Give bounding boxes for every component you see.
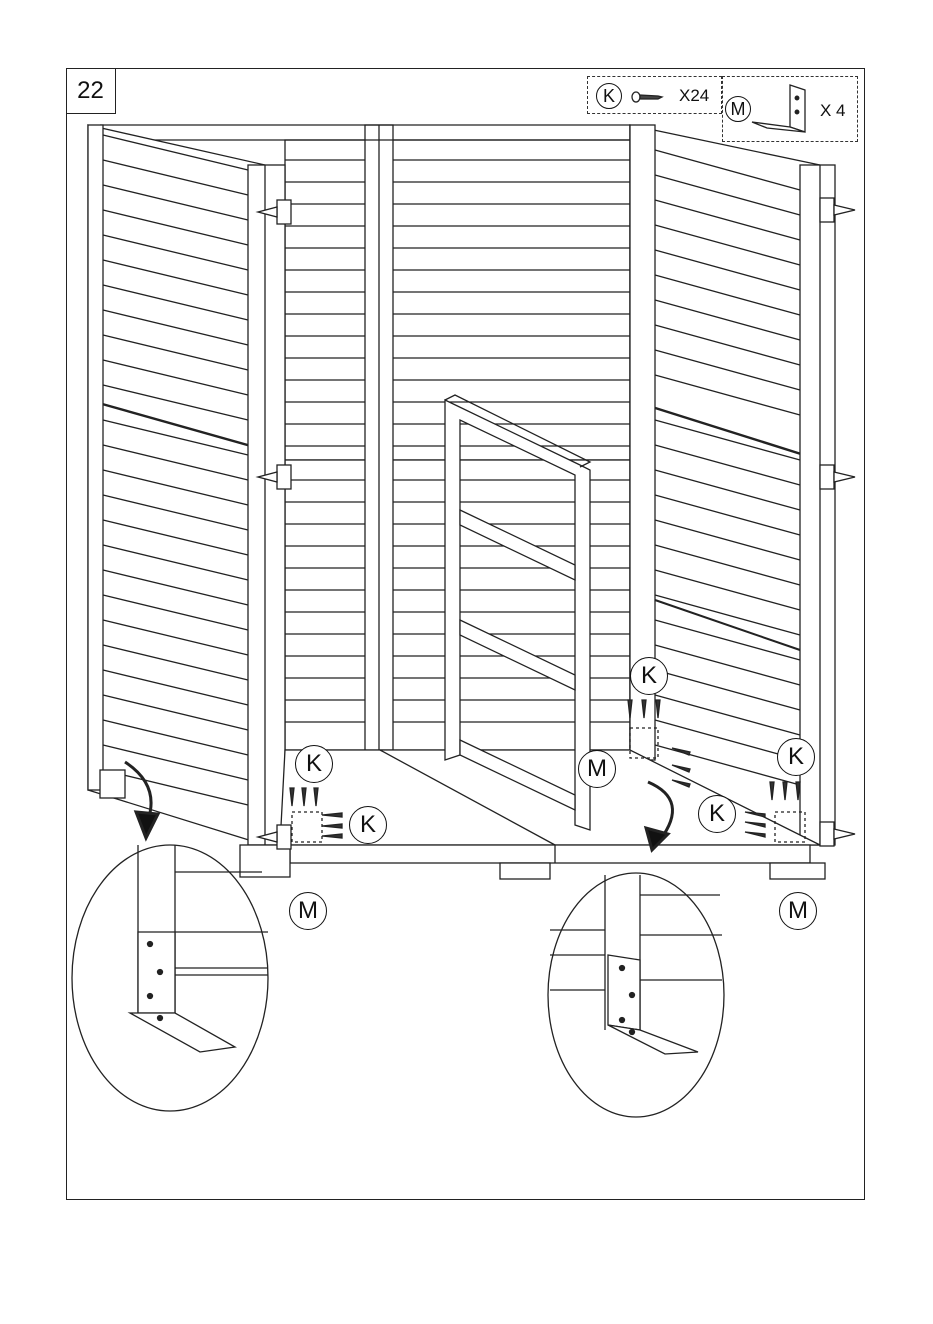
- detail-view-right: [548, 873, 724, 1117]
- callout-k: K: [295, 745, 333, 783]
- callout-k: K: [630, 657, 668, 695]
- corner-bracket-icon: [752, 85, 805, 132]
- part-k-callout: K: [596, 83, 622, 109]
- screw-icon: [632, 92, 662, 102]
- callout-k: K: [349, 806, 387, 844]
- callout-k: K: [698, 795, 736, 833]
- part-m-callout: M: [725, 96, 751, 122]
- callout-m: M: [578, 750, 616, 788]
- part-k-qty: X24: [679, 86, 709, 106]
- left-wall: [88, 125, 285, 845]
- detail-view-left: [72, 845, 268, 1111]
- right-wall: [630, 125, 835, 845]
- callout-k: K: [777, 738, 815, 776]
- part-m-qty: X 4: [820, 101, 846, 121]
- callout-m: M: [779, 892, 817, 930]
- callout-m: M: [289, 892, 327, 930]
